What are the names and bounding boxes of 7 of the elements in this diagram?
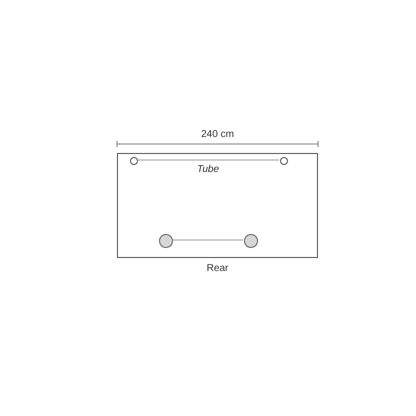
circle-marker — [244, 234, 258, 248]
circle-marker — [159, 234, 173, 248]
side-label: Rear — [206, 263, 228, 275]
circle-marker — [130, 157, 138, 165]
dimension-label: 240 cm — [201, 129, 234, 141]
outline-rectangle — [117, 153, 318, 258]
circle-marker — [280, 157, 288, 165]
